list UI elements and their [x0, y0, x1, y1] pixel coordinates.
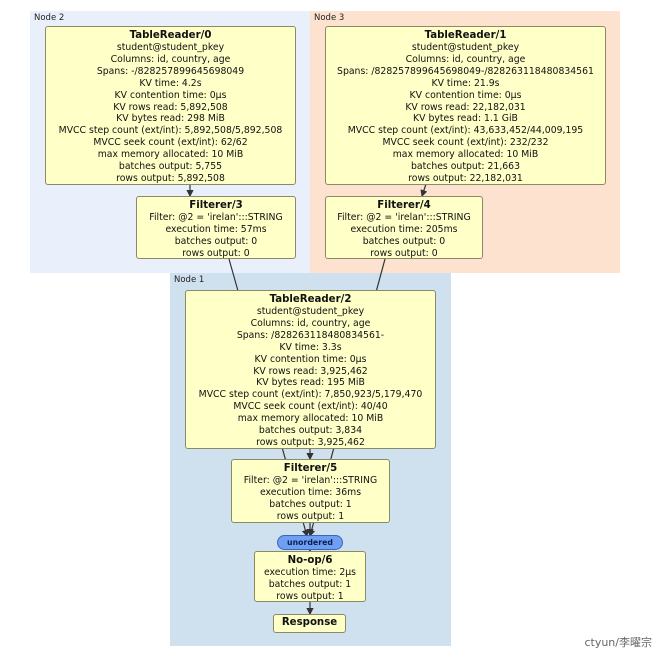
- stat-line: KV bytes read: 298 MiB: [116, 113, 225, 125]
- tablereader-2-box[interactable]: TableReader/2 student@student_pkey Colum…: [185, 290, 436, 449]
- stat-line: max memory allocated: 10 MiB: [237, 413, 384, 425]
- stat-line: rows output: 0: [182, 247, 250, 259]
- node-1-label: Node 1: [174, 275, 205, 285]
- tablereader-0-box[interactable]: TableReader/0 student@student_pkey Colum…: [45, 26, 296, 185]
- stat-line: KV time: 21.9s: [431, 77, 500, 89]
- processor-title: No-op/6: [287, 555, 333, 566]
- stat-line: rows output: 22,182,031: [408, 172, 523, 184]
- stat-line: batches output: 21,663: [410, 161, 521, 173]
- stat-line: KV bytes read: 1.1 GiB: [413, 113, 518, 125]
- stat-line: Columns: id, country, age: [405, 53, 526, 65]
- unordered-router-badge: unordered: [277, 535, 343, 550]
- processor-title: TableReader/0: [129, 30, 212, 41]
- stat-line: batches output: 1: [268, 578, 352, 590]
- noop-6-box[interactable]: No-op/6 execution time: 2µs batches outp…: [254, 551, 366, 602]
- stat-line: execution time: 2µs: [263, 567, 357, 578]
- processor-title: TableReader/2: [269, 294, 352, 305]
- processor-title: TableReader/1: [424, 30, 507, 41]
- stat-line: execution time: 36ms: [259, 486, 362, 498]
- stat-line: Spans: /828257899645698049-/828263118480…: [337, 65, 594, 77]
- processor-title: Response: [281, 617, 338, 628]
- processor-title: Filterer/5: [283, 463, 338, 474]
- stat-line: batches output: 0: [174, 235, 258, 247]
- node-2-label: Node 2: [34, 13, 65, 23]
- stat-line: batches output: 1: [269, 498, 352, 510]
- stat-line: KV contention time: 0µs: [409, 89, 522, 101]
- stat-line: MVCC step count (ext/int): 7,850,923/5,1…: [198, 389, 423, 401]
- stat-line: Filter: @2 = 'irelan':::STRING: [149, 212, 283, 223]
- stat-line: MVCC seek count (ext/int): 62/62: [93, 137, 248, 149]
- stat-line: KV contention time: 0µs: [114, 89, 227, 101]
- node-3-label: Node 3: [314, 13, 345, 23]
- watermark: ctyun/李曜宗: [584, 636, 652, 649]
- stat-line: Spans: /828263118480834561-: [236, 329, 385, 341]
- stat-line: MVCC seek count (ext/int): 232/232: [382, 137, 549, 149]
- stat-line: rows output: 1: [276, 510, 345, 522]
- stat-line: KV rows read: 22,182,031: [405, 101, 526, 113]
- stat-line: max memory allocated: 10 MiB: [392, 149, 539, 161]
- filterer-5-box[interactable]: Filterer/5 Filter: @2 = 'irelan':::STRIN…: [231, 459, 390, 523]
- stat-line: rows output: 3,925,462: [256, 436, 365, 448]
- filterer-3-box[interactable]: Filterer/3 Filter: @2 = 'irelan':::STRIN…: [136, 196, 296, 259]
- stat-line: execution time: 205ms: [350, 223, 458, 235]
- stat-line: KV rows read: 3,925,462: [253, 365, 368, 377]
- stat-line: MVCC step count (ext/int): 43,633,452/44…: [347, 125, 584, 137]
- stat-line: student@student_pkey: [256, 306, 365, 317]
- stat-line: KV rows read: 5,892,508: [113, 101, 228, 113]
- stat-line: Spans: -/828257899645698049: [96, 65, 245, 77]
- stat-line: MVCC seek count (ext/int): 40/40: [233, 401, 388, 413]
- filterer-4-box[interactable]: Filterer/4 Filter: @2 = 'irelan':::STRIN…: [325, 196, 483, 259]
- stat-line: max memory allocated: 10 MiB: [97, 149, 244, 161]
- tablereader-1-box[interactable]: TableReader/1 student@student_pkey Colum…: [325, 26, 606, 185]
- stat-line: execution time: 57ms: [165, 223, 267, 235]
- stat-line: Columns: id, country, age: [110, 53, 231, 65]
- stat-line: rows output: 0: [370, 247, 438, 259]
- stat-line: batches output: 3,834: [258, 425, 363, 437]
- processor-title: Filterer/3: [189, 200, 243, 211]
- stat-line: student@student_pkey: [411, 42, 520, 53]
- processor-title: Filterer/4: [377, 200, 431, 211]
- stat-line: batches output: 0: [362, 235, 446, 247]
- stat-line: MVCC step count (ext/int): 5,892,508/5,8…: [58, 125, 283, 137]
- stat-line: KV contention time: 0µs: [254, 353, 367, 365]
- stat-line: KV time: 3.3s: [279, 341, 342, 353]
- stat-line: student@student_pkey: [116, 42, 225, 53]
- stat-line: KV time: 4.2s: [139, 77, 202, 89]
- stat-line: Columns: id, country, age: [250, 317, 371, 329]
- stat-line: Filter: @2 = 'irelan':::STRING: [337, 212, 471, 223]
- response-box[interactable]: Response: [273, 614, 346, 633]
- router-label: unordered: [287, 538, 333, 547]
- stat-line: rows output: 5,892,508: [116, 172, 225, 184]
- stat-line: batches output: 5,755: [118, 161, 223, 173]
- stat-line: KV bytes read: 195 MiB: [256, 377, 365, 389]
- edge-tr1-f4: [420, 183, 428, 198]
- stat-line: rows output: 1: [276, 590, 344, 602]
- stat-line: Filter: @2 = 'irelan':::STRING: [243, 475, 378, 486]
